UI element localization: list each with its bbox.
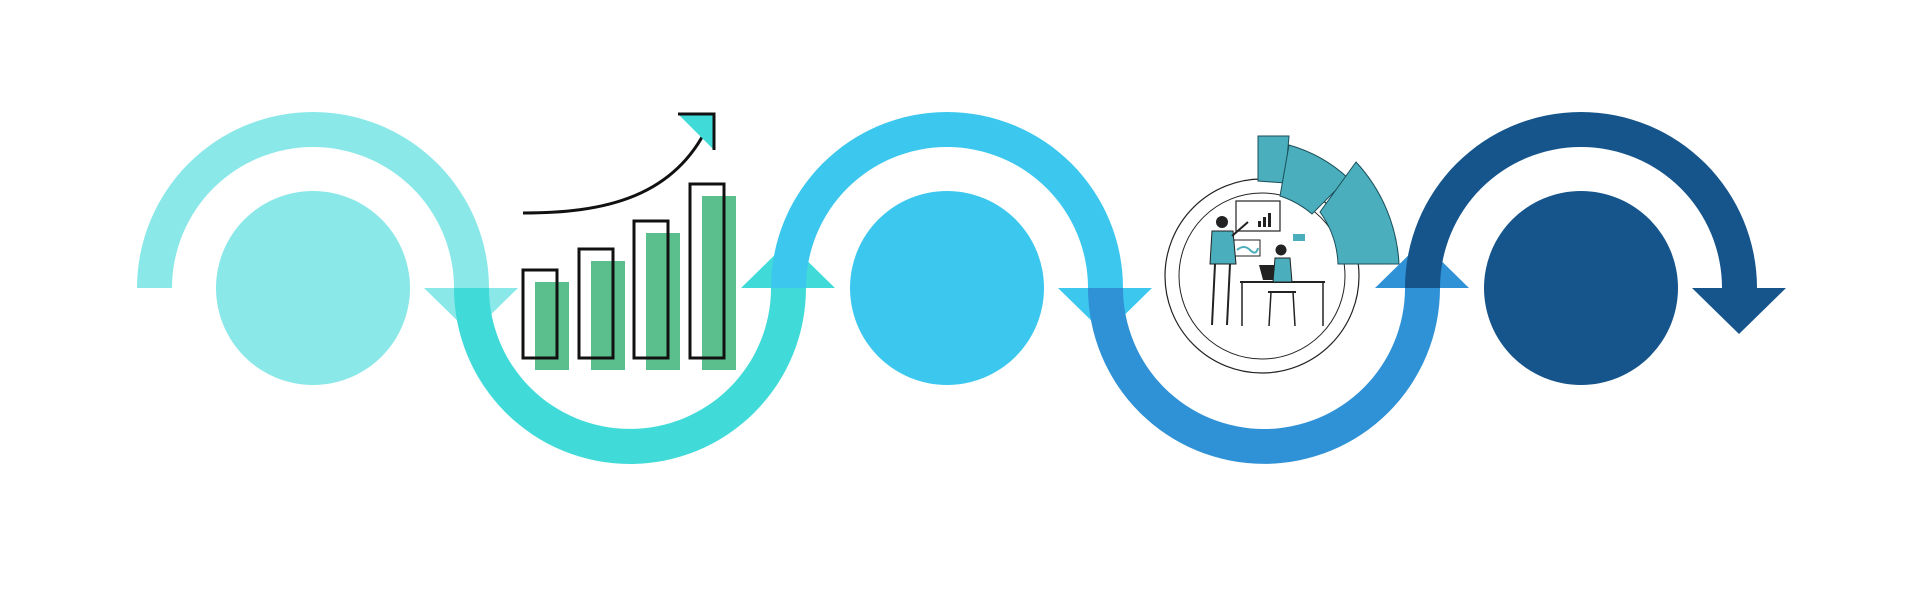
board-bar-2 [1263,217,1266,227]
chair-leg-2 [1292,291,1296,327]
presenter-arm [1231,221,1249,237]
stage-5-arrow-arc [1405,112,1757,288]
bar-fill-2 [591,261,625,370]
illustration-inner-circle [1178,192,1346,360]
presenter-leg-left [1211,263,1216,326]
seated-person-body [1272,257,1293,283]
board-bar-1 [1258,221,1261,227]
growth-bar-chart-icon [521,112,736,370]
stage-3 [771,112,1152,385]
bar-fill-1 [535,282,569,370]
stage-3-circle [850,191,1044,385]
presenter-head-icon [1216,216,1228,228]
team-analytics-illustration [1164,135,1400,374]
board-mini-wave [1236,246,1259,254]
bar-outline-1 [521,268,559,360]
stage-2-arrow-arc [454,288,806,464]
stage-2 [454,112,835,464]
stage-1-arrow-arc [137,112,489,288]
stage-5-circle [1484,191,1678,385]
trend-arrowhead-icon [678,112,716,150]
bar-fill-4 [702,196,736,370]
bar-outline-2 [577,247,615,360]
stage-3-arrow-arc [771,112,1123,288]
radial-segment-3 [1319,161,1400,265]
chair-leg-1 [1268,291,1272,327]
stage-1 [137,112,518,385]
bar-fill-3 [646,233,680,370]
presenter-leg-right [1226,263,1231,326]
stage-4-arrow-arc [1088,288,1440,464]
stage-5 [1405,112,1786,385]
stage-1-circle [216,191,410,385]
presenter-body [1209,230,1237,265]
board-bar-3 [1268,213,1271,227]
bar-outline-3 [632,219,670,360]
speech-bubble [1293,234,1305,241]
stage-5-arrowhead-down [1692,288,1786,334]
trend-arrow-curve [522,113,715,215]
stage-4 [1088,135,1469,464]
bar-outline-4 [688,182,726,360]
seated-person-head-icon [1275,244,1287,256]
